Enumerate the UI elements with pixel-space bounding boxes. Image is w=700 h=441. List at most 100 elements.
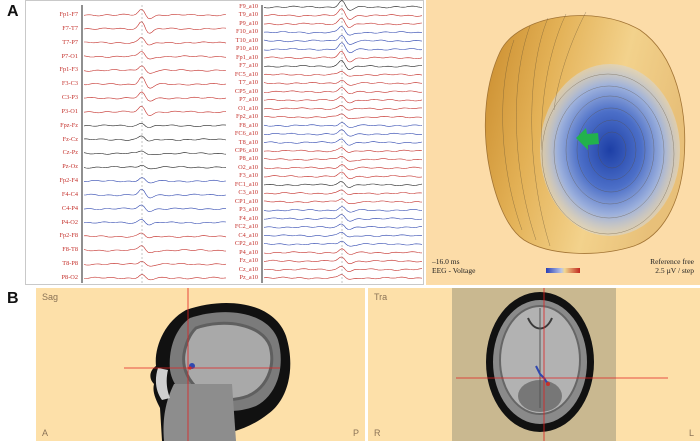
channel-label: Fp2-F8 — [59, 232, 78, 240]
step-label: 2.5 µV / step — [655, 266, 694, 275]
channel-label: F4-C4 — [61, 190, 78, 198]
channel-label: T8-P8 — [62, 260, 78, 268]
eeg-trace — [263, 17, 423, 28]
channel-label: Cz_a10 — [238, 265, 258, 273]
channel-label: Fz_a10 — [239, 257, 258, 265]
eeg-trace — [263, 248, 423, 255]
eeg-trace — [263, 86, 423, 95]
eeg-trace — [263, 96, 423, 104]
tra-title: Tra — [374, 292, 388, 302]
tra-right-label: L — [688, 428, 694, 438]
transverse-image — [452, 288, 668, 441]
eeg-trace — [263, 113, 423, 120]
time-label: –16.0 ms — [432, 257, 460, 266]
head-voltage-map — [484, 11, 686, 273]
color-scale-bar — [546, 268, 580, 273]
eeg-trace — [264, 129, 423, 137]
eeg-trace — [263, 256, 423, 265]
source-dipoles — [535, 365, 549, 385]
eeg-trace — [83, 260, 227, 267]
eeg-trace — [263, 274, 423, 280]
channel-label: P10_a10 — [235, 45, 258, 53]
eeg-trace — [83, 245, 227, 254]
eeg-trace — [263, 189, 423, 195]
eeg-trace — [83, 21, 227, 34]
eeg-trace — [83, 204, 227, 212]
channel-label: Fp1-F3 — [59, 66, 78, 74]
channel-label: FC1_a10 — [234, 180, 258, 188]
channel-label: Pz-Oz — [62, 163, 78, 171]
channel-label: P9_a10 — [239, 19, 258, 27]
eeg-trace — [263, 147, 423, 153]
channel-label: P3-O1 — [61, 107, 78, 115]
channel-label: CP6_a10 — [234, 146, 258, 154]
eeg-trace — [83, 8, 227, 20]
eeg-trace — [263, 25, 423, 36]
eeg-waveforms — [81, 0, 423, 283]
channel-label: C4_a10 — [238, 231, 258, 239]
channel-label: F4_a10 — [239, 214, 258, 222]
green-arrow-icon — [576, 128, 599, 150]
reference-label: Reference free — [650, 257, 694, 266]
eeg-trace — [263, 198, 423, 204]
channel-label: F7-T7 — [62, 24, 78, 32]
channel-label: T7-P7 — [62, 38, 78, 46]
panel-b-label: B — [7, 290, 19, 307]
channel-label: F9_a10 — [239, 3, 258, 10]
mode-label: EEG - Voltage — [432, 266, 476, 275]
eeg-trace — [264, 171, 423, 180]
channel-label: F3-C3 — [61, 80, 78, 88]
eeg-trace — [84, 273, 227, 281]
eeg-trace — [264, 155, 423, 162]
eeg-trace — [263, 231, 423, 238]
eeg-trace — [263, 60, 423, 70]
eeg-trace — [83, 232, 227, 239]
channel-label: FC2_a10 — [234, 223, 258, 231]
eeg-trace — [263, 164, 423, 171]
eeg-trace — [263, 223, 423, 230]
channel-label: F8-T8 — [62, 246, 78, 254]
channel-label: P3_a10 — [239, 206, 258, 214]
eeg-trace — [83, 91, 227, 102]
eeg-trace — [83, 135, 227, 142]
voltage-map-panel: –16.0 ms EEG - Voltage Reference free 2.… — [426, 0, 700, 285]
eeg-trace — [83, 105, 227, 117]
channel-label: Fp1-F7 — [59, 11, 78, 18]
eeg-trace — [263, 0, 423, 11]
channel-label: T7_a10 — [238, 79, 258, 87]
tra-left-label: R — [374, 428, 381, 438]
eeg-trace — [263, 206, 423, 213]
eeg-trace — [263, 214, 423, 222]
channel-label: F8_a10 — [239, 121, 258, 129]
eeg-trace — [84, 37, 227, 46]
eeg-trace — [83, 51, 227, 60]
eeg-trace — [263, 42, 423, 54]
eeg-trace — [83, 188, 227, 199]
channel-label: Cz-Pz — [62, 149, 78, 157]
eeg-trace — [83, 164, 227, 170]
transverse-view: Tra R L — [368, 288, 700, 441]
panel-a-label: A — [7, 3, 19, 20]
eeg-trace — [263, 8, 423, 21]
eeg-trace — [263, 265, 423, 272]
channel-label: Fpz-Fz — [60, 121, 78, 129]
channel-label: P4-O2 — [61, 218, 78, 226]
channel-label: O1_a10 — [238, 104, 258, 112]
channel-label: CP2_a10 — [234, 240, 258, 248]
channel-label: T10_a10 — [235, 36, 258, 44]
eeg-trace — [263, 50, 423, 63]
channel-label: C3-P3 — [61, 94, 78, 102]
eeg-trace — [263, 121, 423, 128]
channel-label: P7_a10 — [239, 96, 258, 104]
eeg-trace — [263, 181, 423, 188]
eeg-trace — [84, 177, 227, 184]
channel-label: T9_a10 — [238, 11, 258, 19]
eeg-trace — [83, 218, 227, 226]
channel-label: Pz_a10 — [239, 274, 258, 281]
channel-label: P8-O2 — [61, 274, 78, 281]
eeg-trace — [263, 79, 423, 86]
eeg-trace — [83, 76, 227, 89]
channel-label: T8_a10 — [238, 138, 258, 146]
eeg-trace — [263, 104, 422, 111]
